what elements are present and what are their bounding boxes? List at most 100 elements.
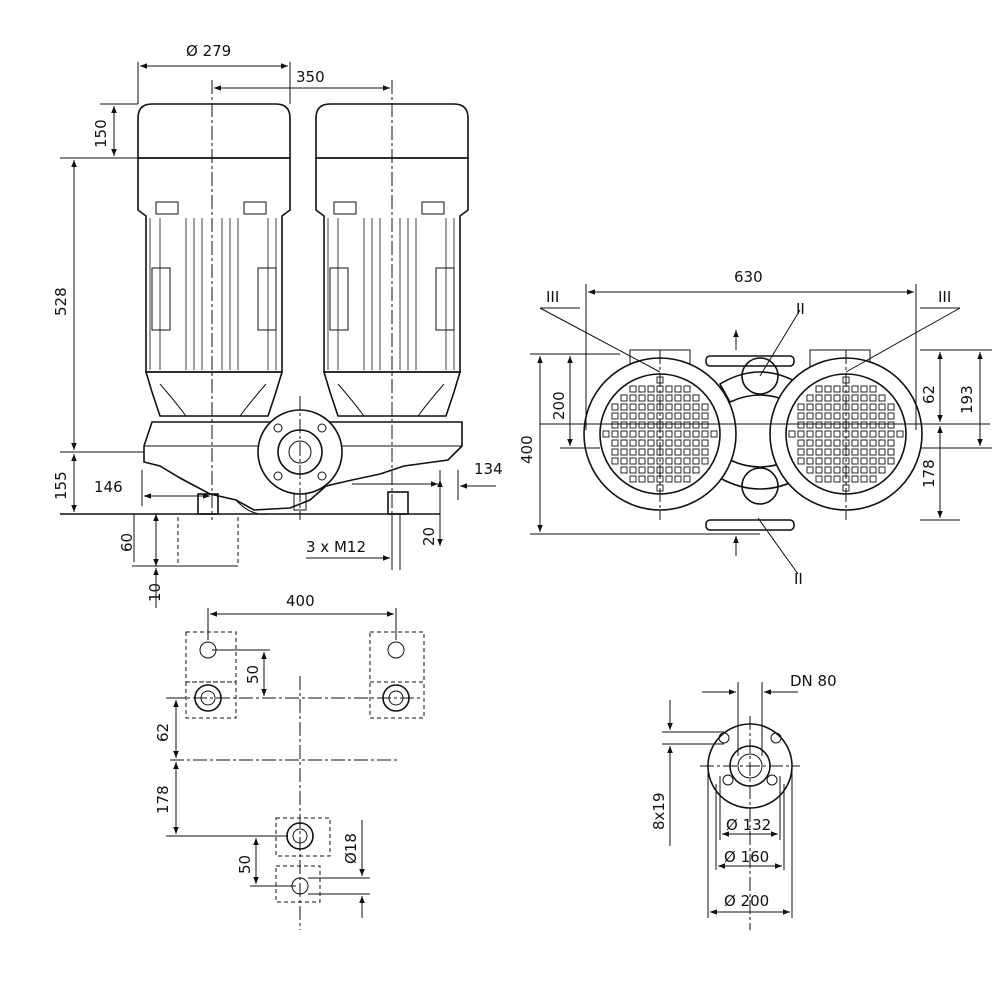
fan-grille-cell <box>878 412 886 420</box>
dim-bolt-height: 20 <box>420 527 438 546</box>
fan-grille-cell <box>851 439 859 447</box>
fan-grille-cell <box>851 421 859 429</box>
fan-grille-cell <box>638 448 646 456</box>
plan-pad-tr-upper <box>369 631 425 683</box>
fan-grille-cell <box>692 448 700 456</box>
fan-grille-cell <box>887 421 895 429</box>
fan-grille-cell <box>683 421 691 429</box>
fan-grille-cell <box>824 466 832 474</box>
fan-grille-cell <box>701 412 709 420</box>
flange-bolt-hole-2 <box>770 732 782 744</box>
fan-grille-cell <box>683 448 691 456</box>
dim-flange-d160: Ø 160 <box>724 848 769 866</box>
left-foot <box>197 493 219 515</box>
fan-grille-cell <box>674 412 682 420</box>
flange-bolt-hole-3 <box>722 774 734 786</box>
left-motor-lug-l <box>155 201 179 215</box>
fan-grille-cell <box>824 403 832 411</box>
fan-grille-cell <box>611 439 619 447</box>
fan-grille-cell <box>692 421 700 429</box>
plan-pad-bottom-upper <box>275 817 331 857</box>
fan-grille-cell <box>815 430 823 438</box>
fan-grille-cell <box>665 403 673 411</box>
dim-top-width: 630 <box>734 268 763 286</box>
flange-dimensions: DN 80 8x19 Ø 132 Ø 160 Ø 200 <box>650 672 837 918</box>
fan-grille-cell <box>824 394 832 402</box>
fan-grille-cell <box>701 430 709 438</box>
fan-grille-cell <box>683 385 691 393</box>
fan-grille-cell <box>833 466 841 474</box>
fan-grille-cell <box>851 394 859 402</box>
left-motor-bracket-r <box>257 267 277 331</box>
flange-detail <box>700 716 800 930</box>
fan-grille-cell <box>683 475 691 483</box>
label-III-left: III <box>546 288 559 306</box>
left-motor-lantern <box>144 371 284 417</box>
fan-grille-cell <box>647 403 655 411</box>
fan-grille-cell <box>629 421 637 429</box>
fan-grille-cell <box>638 394 646 402</box>
fan-grille-cell <box>869 430 877 438</box>
fan-grille-cell <box>665 394 673 402</box>
fan-grille-cell <box>647 448 655 456</box>
fan-grille-cell <box>629 412 637 420</box>
fan-grille-cell <box>683 457 691 465</box>
fan-grille-cell <box>674 394 682 402</box>
fan-grille-cell <box>683 403 691 411</box>
fan-grille-cell <box>629 430 637 438</box>
fan-grille-cell <box>806 457 814 465</box>
fan-grille-cell <box>683 430 691 438</box>
fan-grille-cell <box>869 385 877 393</box>
fan-grille-cell <box>887 403 895 411</box>
fan-grille-cell <box>824 412 832 420</box>
right-motor-cap <box>315 103 469 159</box>
fan-grille-cell <box>638 439 646 447</box>
fan-grille-cell <box>701 421 709 429</box>
label-II-top: II <box>796 300 805 318</box>
fan-grille-cell <box>806 403 814 411</box>
top-port-upper <box>741 357 779 395</box>
fan-grille-cell <box>656 457 664 465</box>
fan-grille-cell <box>806 421 814 429</box>
fan-grille-cell <box>629 457 637 465</box>
fan-grille-cell <box>620 466 628 474</box>
fan-grille-cell <box>638 412 646 420</box>
left-lantern-window <box>159 383 267 417</box>
label-II-bottom: II <box>794 570 803 588</box>
fan-grille-cell <box>860 466 868 474</box>
fan-grille-cell <box>665 475 673 483</box>
right-motor-lug-r <box>421 201 445 215</box>
left-motor-body <box>137 157 291 373</box>
fan-grille-cell <box>638 430 646 438</box>
fan-grille-cell <box>887 448 895 456</box>
fan-grille-cell <box>851 412 859 420</box>
fan-grille-cell <box>869 466 877 474</box>
fan-grille-cell <box>665 421 673 429</box>
flange-bolt-3 <box>273 471 283 481</box>
flange-bolt-hole-4 <box>766 774 778 786</box>
fan-grille-cell <box>833 430 841 438</box>
fan-grille-cell <box>869 457 877 465</box>
fan-grille-cell <box>860 475 868 483</box>
fan-grille-cell <box>638 466 646 474</box>
plan-hole-tr-upper <box>387 641 405 659</box>
dim-motor-top: 150 <box>92 119 110 148</box>
fan-grille-cell <box>806 394 814 402</box>
fan-grille-cell <box>869 439 877 447</box>
fan-grille-cell <box>638 457 646 465</box>
dim-left-total: 400 <box>518 435 536 464</box>
fan-grille-cell <box>869 403 877 411</box>
fan-grille-cell <box>647 385 655 393</box>
fan-grille-cell <box>611 457 619 465</box>
fan-grille-cell <box>629 403 637 411</box>
fan-grille-cell <box>647 421 655 429</box>
fan-grille-cell <box>602 430 610 438</box>
top-flange-lower <box>705 519 795 531</box>
top-flange-upper <box>705 355 795 367</box>
flange-bolt-4 <box>317 471 327 481</box>
right-motor-fins <box>327 218 455 370</box>
fan-grille-cell <box>878 394 886 402</box>
fan-grille-cell <box>611 403 619 411</box>
fan-grille-cell <box>851 466 859 474</box>
